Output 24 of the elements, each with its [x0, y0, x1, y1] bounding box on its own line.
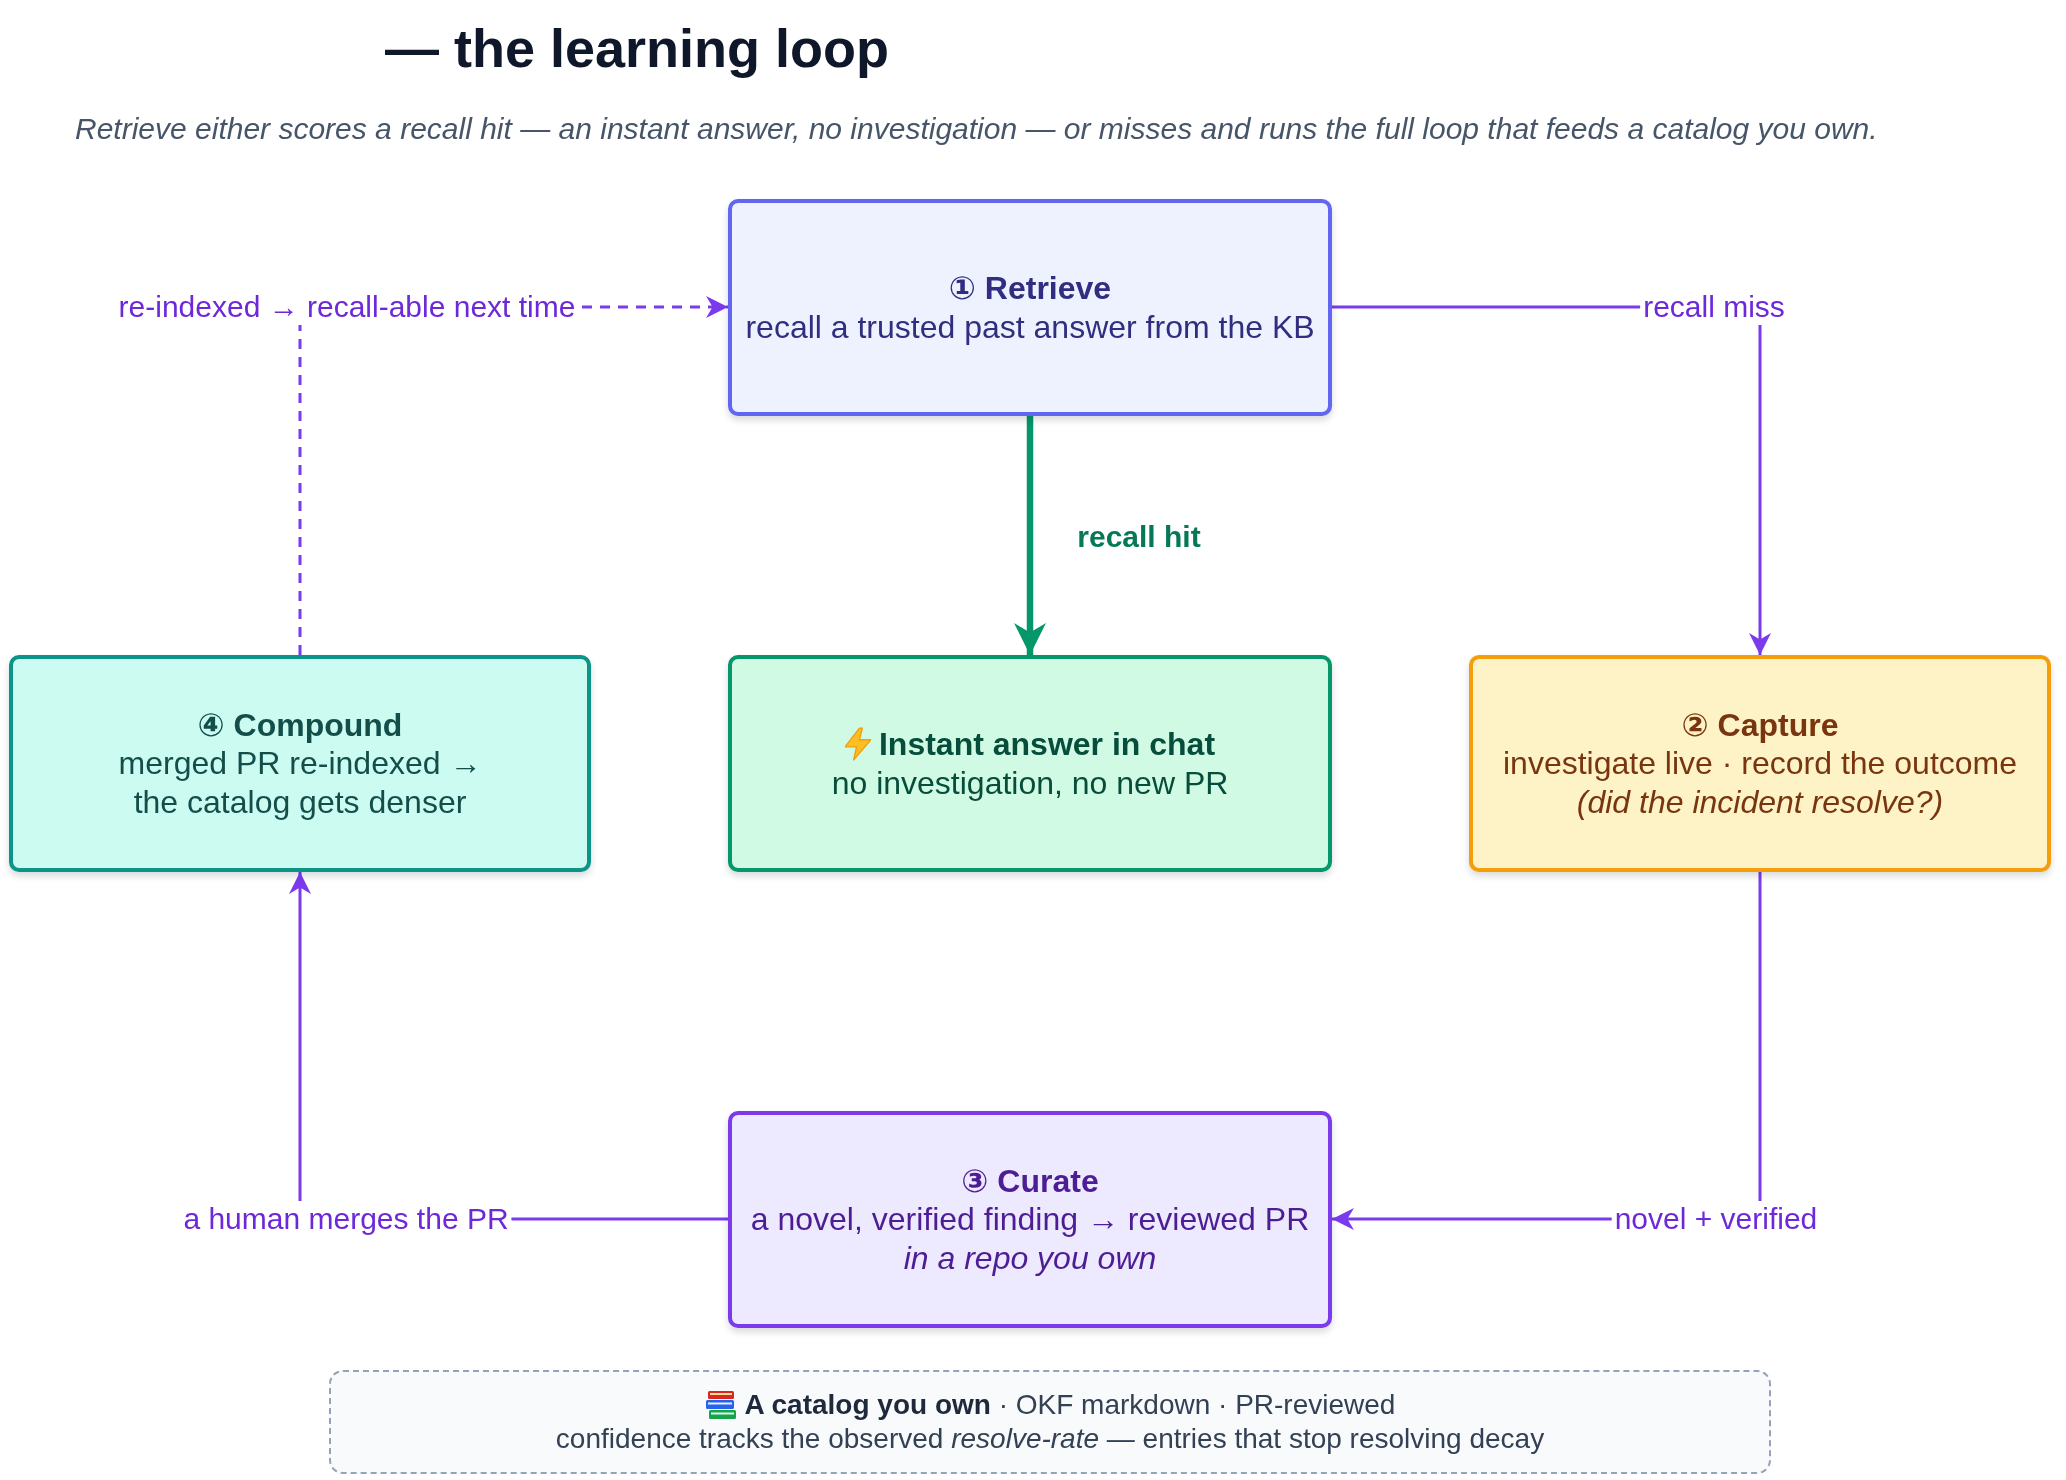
node-text: a novel, verified finding → reviewed PR [750, 1200, 1310, 1239]
node-title: ② Capture [1681, 705, 1839, 745]
diagram-caption: Retrieve either scores a recall hit — an instant answer, no investigation — or misses and runs the full loop that feeds a catalog you own. [75, 111, 1878, 147]
node-text: in a repo you own [903, 1238, 1157, 1278]
node-text: merged PR re-indexed → the catalog gets denser [117, 744, 483, 822]
edge-label: recall hit [1076, 519, 1202, 555]
result-box [728, 655, 1332, 872]
node-text: recall a trusted past answer from the KB [745, 307, 1315, 346]
diagram-title: — the learning loop [385, 17, 889, 80]
node-title: ③ Curate [961, 1161, 1099, 1201]
process-box [728, 199, 1332, 416]
node-text: confidence tracks the observed resolve-rate — entries that stop resolving decay [555, 1422, 1545, 1456]
node-text: A catalog you own · OKF markdown · PR-reviewed [744, 1387, 1396, 1422]
process-box [728, 1111, 1332, 1328]
process-box [9, 655, 591, 872]
node-text: no investigation, no new PR [831, 763, 1229, 802]
note-box [329, 1370, 1771, 1474]
node-text: investigate live · record the outcome [1503, 744, 2017, 783]
node-text: (did the incident resolve?) [1576, 782, 1944, 822]
node-title: Instant answer in chat [878, 725, 1216, 764]
arrow [1014, 416, 1046, 655]
process-box [1469, 655, 2051, 872]
node-title: ④ Compound [197, 705, 403, 745]
node-title: ① Retrieve [948, 269, 1112, 308]
